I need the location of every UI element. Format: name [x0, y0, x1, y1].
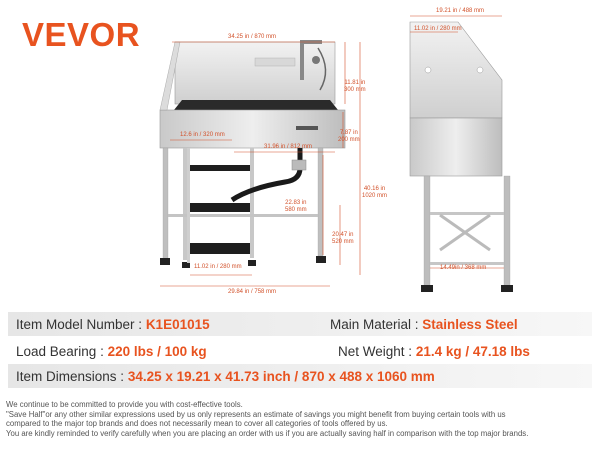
dim-side-panel-width: 11.02 in / 280 mm — [414, 26, 462, 32]
disclaimer-line-2: "Save Half"or any other similar expressi… — [6, 409, 506, 419]
side-view-tub — [409, 21, 513, 292]
spec-dimensions: Item Dimensions : 34.25 x 19.21 x 41.73 … — [16, 369, 435, 384]
spec-material-label: Main Material : — [330, 317, 419, 332]
dim-overall-height: 40.16 in 1020 mm — [362, 186, 388, 199]
front-view-tub — [159, 40, 346, 268]
spec-row-2-background — [8, 340, 592, 364]
disclaimer-line-3: compared to the major top brands and doe… — [6, 419, 388, 429]
spec-weight: Net Weight : 21.4 kg / 47.18 lbs — [338, 344, 530, 359]
spec-model-label: Item Model Number : — [16, 317, 143, 332]
spec-weight-label: Net Weight : — [338, 344, 413, 359]
spec-load-value: 220 lbs / 100 kg — [107, 344, 207, 359]
dim-base-width: 29.84 in / 758 mm — [228, 289, 277, 295]
spec-load-label: Load Bearing : — [16, 344, 104, 359]
spec-material: Main Material : Stainless Steel — [330, 317, 518, 332]
spec-model-value: K1E01015 — [145, 317, 210, 332]
dim-step-width: 11.02 in / 280 mm — [194, 264, 242, 270]
front-dimension-lines — [160, 41, 361, 287]
spec-table: Item Model Number : K1E01015 Main Materi… — [8, 312, 592, 392]
brand-logo: VEVOR — [22, 16, 141, 53]
disclaimer-line-4: You are kindly reminded to verify carefu… — [6, 428, 529, 438]
spec-model: Item Model Number : K1E01015 — [16, 317, 210, 332]
spec-weight-value: 21.4 kg / 47.18 lbs — [415, 344, 530, 359]
dim-overall-width: 34.25 in / 870 mm — [228, 34, 277, 40]
dim-leg-height: 20.47 in 520 mm — [332, 232, 354, 245]
dim-basin-length: 31.96 in / 812 mm — [264, 144, 313, 150]
spec-dimensions-label: Item Dimensions : — [16, 369, 125, 384]
dim-drain-height: 7.87 in 200 mm — [338, 130, 360, 143]
spec-material-value: Stainless Steel — [422, 317, 518, 332]
product-illustration: 34.25 in / 870 mm 11.81 in 300 mm 12.6 i… — [159, 8, 513, 295]
dim-ramp-depth: 12.6 in / 320 mm — [180, 132, 225, 138]
disclaimer-line-1: We continue to be committed to provide y… — [6, 400, 243, 409]
spec-load: Load Bearing : 220 lbs / 100 kg — [16, 344, 207, 359]
dim-leg-width: 22.83 in 580 mm — [285, 200, 307, 213]
disclaimer: We continue to be committed to provide y… — [6, 400, 596, 438]
spec-row-3-background — [8, 364, 592, 388]
dim-side-base-width: 14.49in / 368 mm — [440, 265, 487, 271]
spec-row-1-background — [8, 312, 592, 336]
side-dimension-lines — [410, 15, 504, 269]
spec-dimensions-value: 34.25 x 19.21 x 41.73 inch / 870 x 488 x… — [127, 369, 435, 384]
dim-side-top-width: 19.21 in / 488 mm — [436, 8, 485, 14]
product-drawing — [159, 15, 513, 292]
dim-tub-height: 11.81 in 300 mm — [344, 80, 366, 93]
